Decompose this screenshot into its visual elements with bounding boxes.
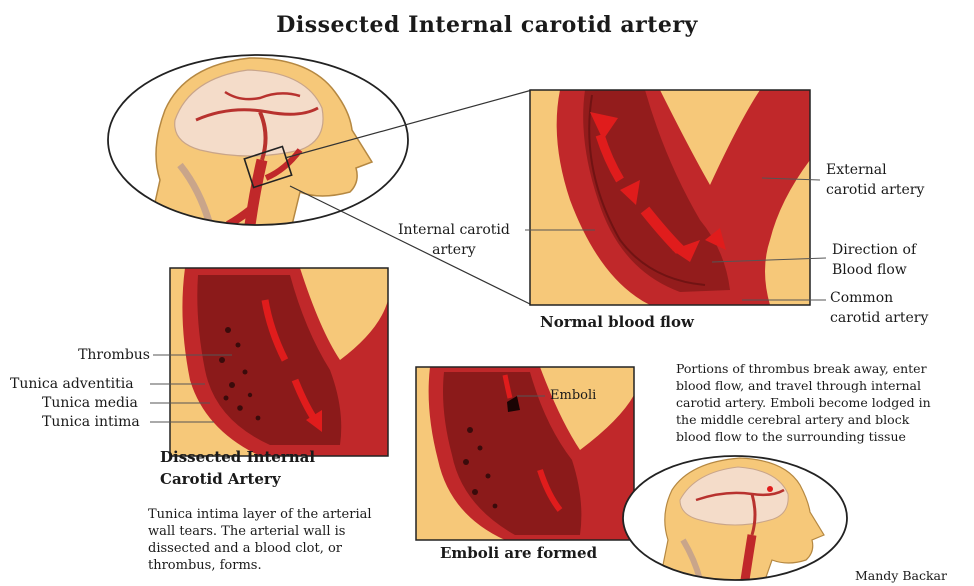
paragraph-emboli: Portions of thrombus break away, enter b… [676, 360, 966, 445]
caption-dissected: Dissected Internal Carotid Artery [160, 446, 315, 490]
label-direction-of-flow: Direction of Blood flow [832, 240, 916, 280]
label-tunica-media: Tunica media [42, 393, 138, 413]
caption-emboli: Emboli are formed [440, 542, 597, 564]
label-internal-carotid: Internal carotid artery [398, 220, 510, 260]
label-common-carotid: Common carotid artery [830, 288, 928, 328]
label-tunica-adventitia: Tunica adventitia [10, 374, 134, 394]
paragraph-dissected: Tunica intima layer of the arterial wall… [148, 506, 438, 574]
label-external-carotid: External carotid artery [826, 160, 924, 200]
panel-emboli [416, 367, 634, 540]
label-tunica-intima: Tunica intima [42, 412, 140, 432]
label-emboli: Emboli [550, 386, 596, 406]
head-oval-top [108, 55, 408, 225]
head-oval-bottom [623, 456, 847, 580]
caption-normal-flow: Normal blood flow [540, 311, 694, 333]
panel-dissected-artery [170, 268, 388, 456]
author-credit: Mandy Backar [855, 566, 947, 586]
label-thrombus: Thrombus [60, 345, 150, 365]
panel-normal-flow [530, 90, 810, 305]
